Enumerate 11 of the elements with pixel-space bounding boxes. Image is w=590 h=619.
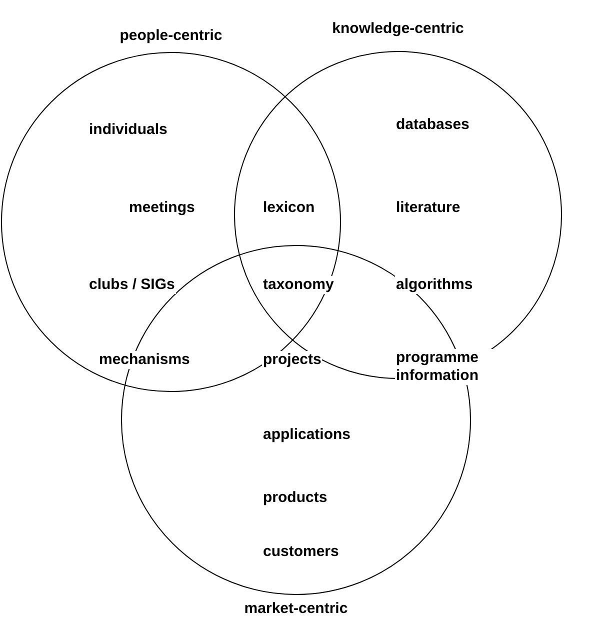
- set-member-label: products: [262, 489, 328, 507]
- set-member-label: mechanisms: [98, 351, 191, 369]
- set-member-label: meetings: [128, 199, 196, 217]
- set-member-label: projects: [262, 351, 322, 369]
- set-heading: market-centric: [244, 600, 348, 617]
- set-heading: people-centric: [120, 27, 222, 44]
- set-heading: knowledge-centric: [332, 20, 464, 37]
- set-member-label: clubs / SIGs: [88, 276, 176, 294]
- set-member-label: taxonomy: [262, 276, 335, 294]
- set-member-label: algorithms: [395, 276, 474, 294]
- set-member-label: applications: [262, 426, 352, 444]
